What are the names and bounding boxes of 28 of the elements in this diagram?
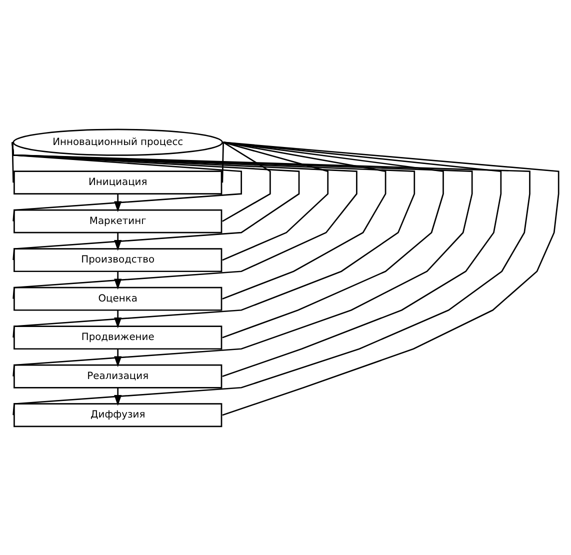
arrow [114,310,122,328]
connector [222,141,502,376]
node-box: Инициация [14,170,222,194]
node-ellipse: Инновационный процесс [12,128,224,156]
node-box: Производство [14,248,222,272]
connector [12,142,242,221]
node-box: Реализация [14,364,222,388]
arrow [114,387,122,406]
connector [222,142,224,182]
connector [12,142,300,260]
arrow [114,348,122,367]
connector [12,142,358,298]
node-box: Продвижение [14,325,222,350]
arrow [114,232,122,250]
connector [12,142,416,338]
arrow [114,271,122,290]
node-box: Маркетинг [14,208,222,233]
arrow [114,193,122,212]
connector [222,141,271,222]
node-box: Оценка [14,286,222,310]
connector [222,141,329,260]
connector [12,142,530,415]
node-box: Диффузия [14,402,222,427]
connector [222,141,386,299]
connector [222,141,444,338]
connector [12,142,14,182]
connector [222,141,560,416]
connector [12,142,473,376]
